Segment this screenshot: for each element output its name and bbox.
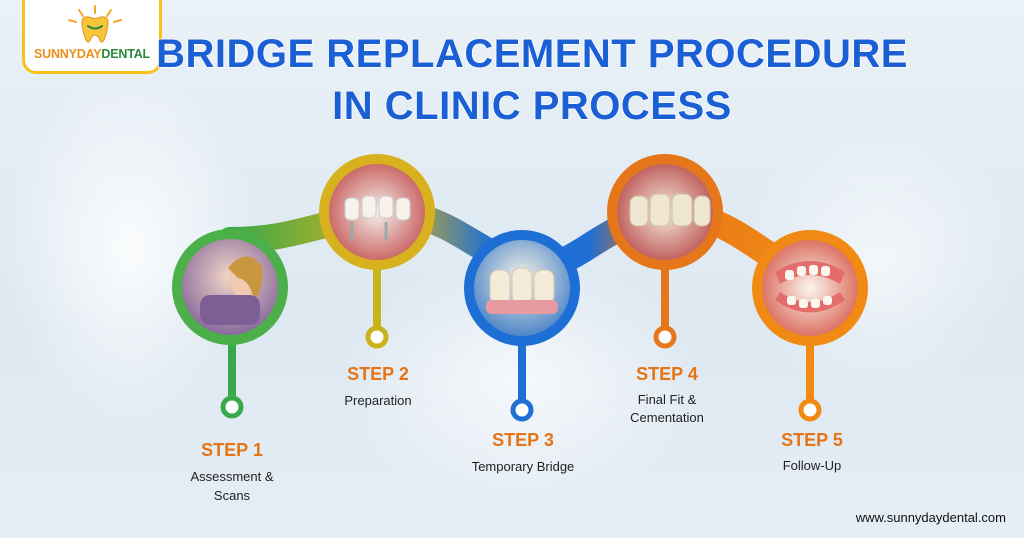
step-2-marker — [319, 154, 435, 349]
step-5-desc-line1: Follow-Up — [782, 458, 842, 473]
smiling-tooth-sun-icon — [68, 5, 122, 43]
step-3-desc-line1: Temporary Bridge — [471, 459, 575, 474]
step-4-marker — [607, 154, 723, 349]
step-3-marker — [464, 230, 580, 422]
step-4-desc-line2: Cementation — [630, 410, 704, 425]
page-title: BRIDGE REPLACEMENT PROCEDURE — [155, 31, 908, 77]
step-2-label: STEP 2 — [347, 364, 409, 384]
website-link[interactable]: www.sunnydaydental.com — [855, 510, 1006, 525]
step-1-desc-line2: Scans — [213, 488, 251, 503]
step-1-label: STEP 1 — [201, 440, 263, 460]
step-2-desc-line1: Preparation — [344, 393, 412, 408]
logo[interactable]: SUNNYDAYDENTAL — [22, 0, 162, 74]
step-5-label: STEP 5 — [781, 430, 843, 450]
dental-implant-model-photo — [329, 164, 425, 260]
denture-model-photo — [762, 240, 858, 336]
step-5-marker — [752, 230, 868, 422]
logo-text: SUNNYDAYDENTAL — [34, 47, 150, 61]
step-1-desc-line1: Assessment & — [190, 469, 274, 484]
page-subtitle: IN CLINIC PROCESS — [331, 83, 732, 129]
step-4-desc-line1: Final Fit & — [637, 392, 697, 407]
step-4-label: STEP 4 — [636, 364, 698, 384]
step-3-label: STEP 3 — [492, 430, 554, 450]
step-1-marker — [172, 229, 288, 419]
